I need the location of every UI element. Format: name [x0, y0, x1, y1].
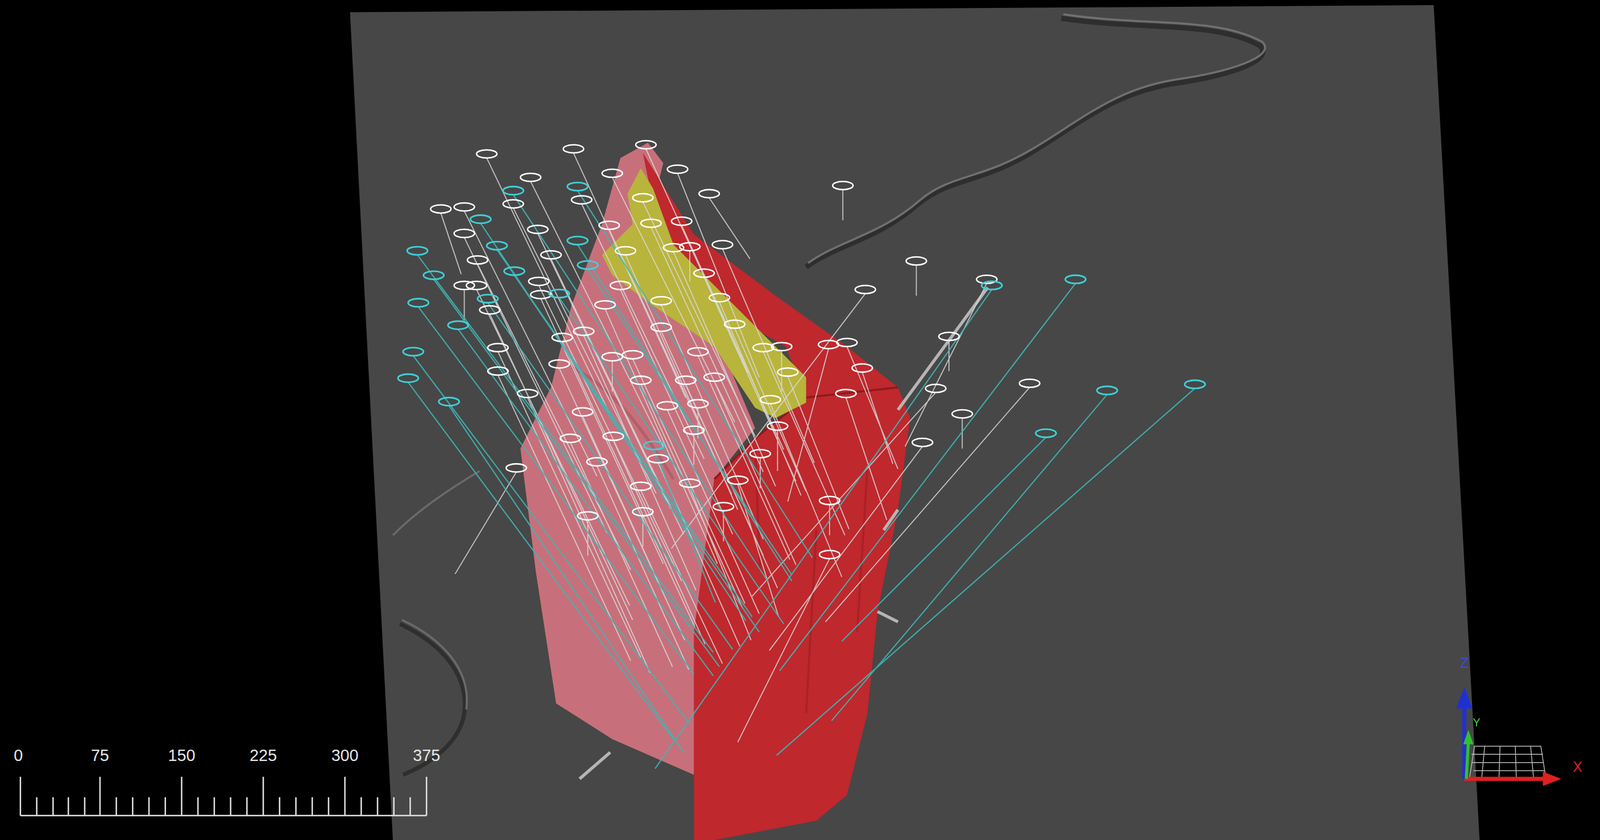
ore-zone [602, 168, 807, 418]
drillhole-trace [440, 148, 1030, 743]
terrain-ridge [401, 620, 467, 711]
scale-bar-number: 0 [13, 747, 23, 765]
terrain-ridge [400, 624, 466, 775]
scale-bar-number: 225 [249, 747, 277, 765]
scale-bar-number: 375 [412, 747, 441, 765]
axis-triad [1456, 687, 1562, 787]
scale-bar-number: 150 [167, 747, 196, 765]
scale-bar-number: 75 [90, 747, 110, 765]
axis-label: X [1572, 760, 1583, 775]
drillhole-collar [398, 182, 1206, 450]
terrain-ridge [392, 471, 480, 536]
scale-bar-number: 300 [331, 747, 359, 765]
drillhole-collar [430, 141, 1040, 559]
axis-label: Z [1460, 656, 1469, 671]
drillhole-trace [408, 190, 1196, 769]
drillhole-trace [579, 287, 988, 780]
scale-bar [20, 777, 427, 816]
axis-label: Y [1472, 717, 1481, 729]
terrain-surface [350, 5, 1481, 840]
terrain-channel-ridge [807, 14, 1265, 264]
